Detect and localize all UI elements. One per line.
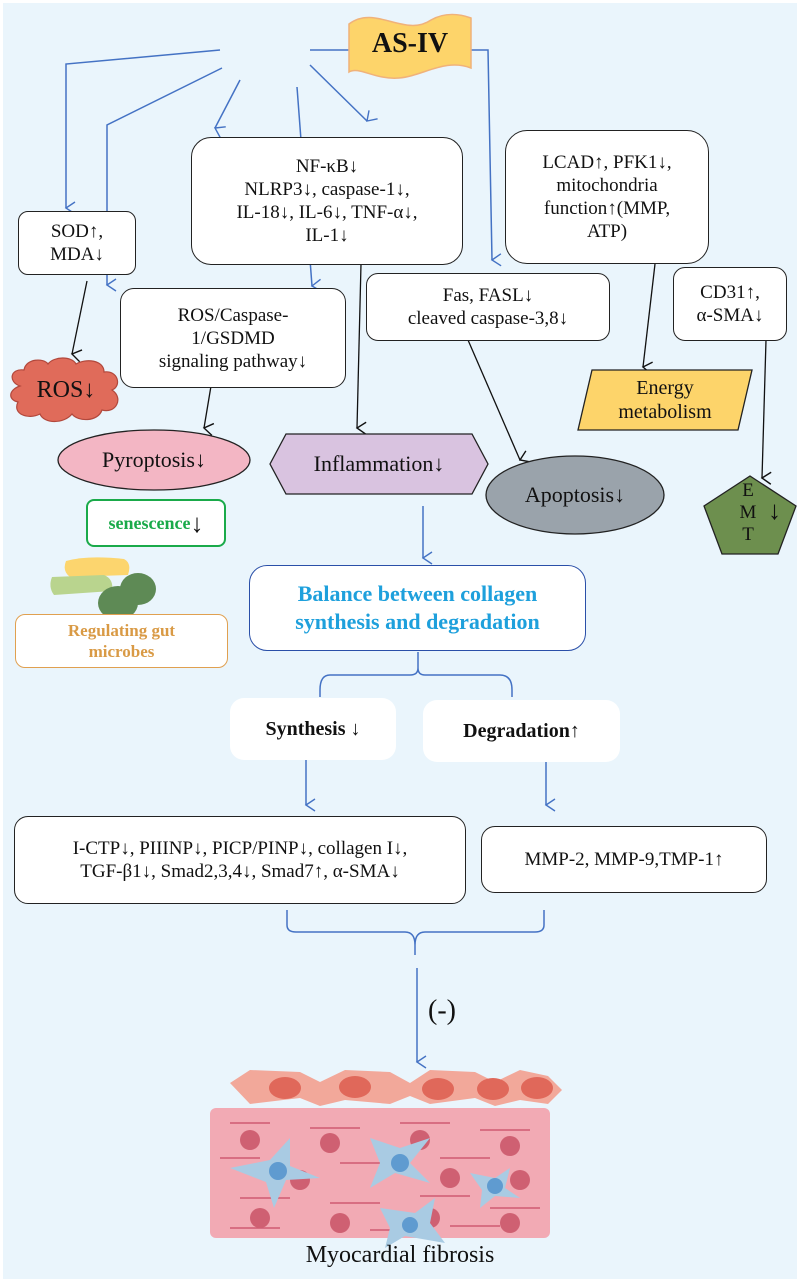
nfkb-line-3: IL-18↓, IL-6↓, TNF-α↓, <box>236 202 418 223</box>
ros-cloud-shape <box>10 357 119 423</box>
senescence-down-arrow: ↓ <box>190 508 204 538</box>
nfkb-line-4: IL-1↓ <box>305 225 349 246</box>
myocardial-tissue-illustration <box>210 1070 562 1248</box>
balance-line-1: Balance between collagen <box>297 581 538 606</box>
energy-line-1: Energy <box>636 377 694 399</box>
senescence-label: senescence <box>108 512 191 533</box>
ros-pathway-line-1: ROS/Caspase- <box>177 304 289 326</box>
nfkb-box: NF-κB↓ NLRP3↓, caspase-1↓, IL-18↓, IL-6↓… <box>191 137 463 265</box>
lcad-line-4: ATP) <box>586 221 628 242</box>
lcad-line-1: LCAD↑, PFK1↓, <box>542 152 672 173</box>
energy-metabolism-parallelogram <box>577 369 753 431</box>
inflammation-label: Inflammation↓ <box>313 451 445 476</box>
lcad-line-2: mitochondria <box>556 175 658 196</box>
cd31-box: CD31↑, α-SMA↓ <box>673 267 787 341</box>
emt-letter-t: T <box>742 524 754 545</box>
pyroptosis-ellipse <box>57 429 251 491</box>
ros-pathway-line-2: 1/GSDMD <box>191 327 275 349</box>
emt-down-arrow: ↓ <box>768 496 781 525</box>
gut-microbes-icon <box>50 557 156 620</box>
lcad-box: LCAD↑, PFK1↓, mitochondria function↑(MMP… <box>505 130 709 264</box>
ros-caspase-gsdmd-box: ROS/Caspase- 1/GSDMD signaling pathway↓ <box>120 288 346 388</box>
lcad-line-3: function↑(MMP, <box>543 198 671 219</box>
sod-line: SOD↑, <box>50 221 104 242</box>
mda-line: MDA↓ <box>50 244 104 265</box>
inflammation-hexagon <box>269 433 489 495</box>
synthesis-markers-line-1: I-CTP↓, PIIINP↓, PICP/PINP↓, collagen I↓… <box>72 838 408 859</box>
fas-box: Fas, FASL↓ cleaved caspase-3,8↓ <box>366 273 610 341</box>
fas-line-1: Fas, FASL↓ <box>442 285 534 306</box>
emt-letter-m: M <box>739 502 757 523</box>
sod-mda-box: SOD↑, MDA↓ <box>18 211 136 275</box>
emt-label: E M T <box>736 480 760 546</box>
nfkb-line-1: NF-κB↓ <box>295 156 359 177</box>
cd31-line-1: CD31↑, <box>700 282 760 303</box>
energy-line-2: metabolism <box>618 401 712 423</box>
gut-microbes-box: Regulating gut microbes <box>15 614 228 668</box>
nfkb-line-2: NLRP3↓, caspase-1↓, <box>244 179 410 200</box>
cd31-line-2: α-SMA↓ <box>696 305 764 326</box>
emt-pentagon <box>703 475 797 555</box>
synthesis-label: Synthesis ↓ <box>230 698 396 760</box>
emt-letter-e: E <box>742 480 754 501</box>
myocardial-fibrosis-label: Myocardial fibrosis <box>305 1242 495 1268</box>
synthesis-markers-line-2: TGF-β1↓, Smad2,3,4↓, Smad7↑, α-SMA↓ <box>80 861 400 882</box>
gut-line-1: Regulating gut <box>67 621 176 640</box>
inhibit-label: (-) <box>428 995 456 1026</box>
balance-line-2: synthesis and degradation <box>295 609 540 634</box>
endothelial-cell-row <box>230 1070 562 1106</box>
fas-line-2: cleaved caspase-3,8↓ <box>407 308 569 329</box>
asiv-label: AS-IV <box>371 28 449 59</box>
apoptosis-ellipse <box>485 455 665 535</box>
apoptosis-label: Apoptosis↓ <box>524 482 626 507</box>
balance-box: Balance between collagen synthesis and d… <box>249 565 586 651</box>
synthesis-markers-box: I-CTP↓, PIIINP↓, PICP/PINP↓, collagen I↓… <box>14 816 466 904</box>
gut-line-2: microbes <box>88 642 155 661</box>
asiv-flag <box>348 13 472 79</box>
energy-metabolism-label: Energy metabolism <box>576 368 754 432</box>
senescence-box: senescence↓ <box>86 499 226 547</box>
degradation-label: Degradation↑ <box>423 700 620 762</box>
pyroptosis-label: Pyroptosis↓ <box>102 447 206 472</box>
degradation-markers-box: MMP-2, MMP-9,TMP-1↑ <box>481 826 767 893</box>
ros-label: ROS↓ <box>36 376 96 403</box>
ros-pathway-line-3: signaling pathway↓ <box>158 350 308 372</box>
